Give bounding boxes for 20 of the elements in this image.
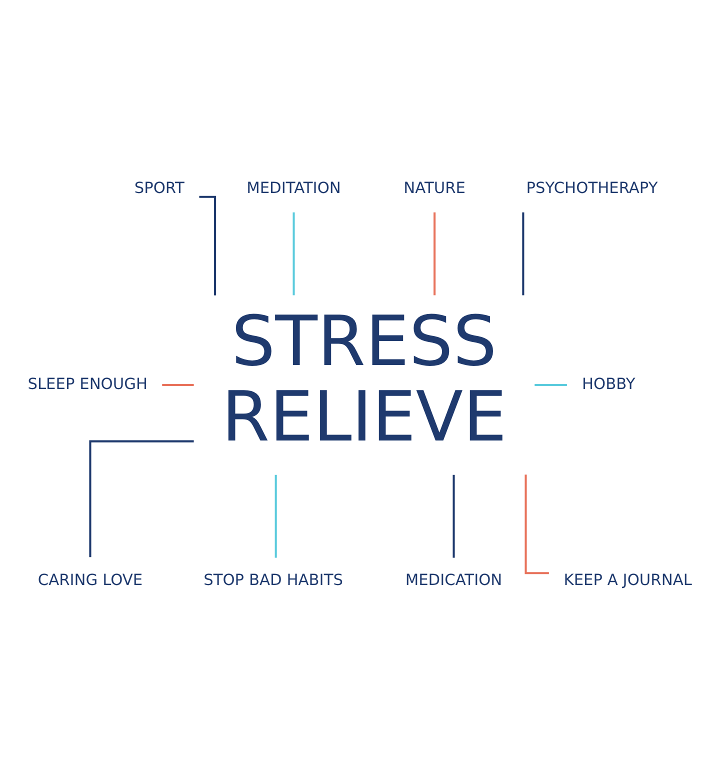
node-text: STRESS RELIEVE xyxy=(222,301,507,457)
node-text: MEDICATION xyxy=(405,570,502,588)
node-text: PSYCHOTHERAPY xyxy=(526,178,658,197)
node-text: SPORT xyxy=(134,178,184,197)
node-text: NATURE xyxy=(404,178,466,197)
connector xyxy=(434,212,436,295)
node-text: HOBBY xyxy=(582,374,636,392)
node-text: CARING LOVE xyxy=(38,570,143,588)
node-text: MEDITATION xyxy=(246,178,341,197)
connector xyxy=(524,474,549,574)
connector xyxy=(162,383,194,386)
connector xyxy=(452,474,455,558)
connector xyxy=(274,474,277,558)
connector xyxy=(534,383,567,386)
connector xyxy=(522,212,524,295)
node-text: SLEEP ENOUGH xyxy=(28,374,148,392)
node-text: KEEP A JOURNAL xyxy=(564,570,692,588)
connector xyxy=(89,440,194,557)
connector xyxy=(292,212,295,295)
node-text: STOP BAD HABITS xyxy=(204,570,343,588)
